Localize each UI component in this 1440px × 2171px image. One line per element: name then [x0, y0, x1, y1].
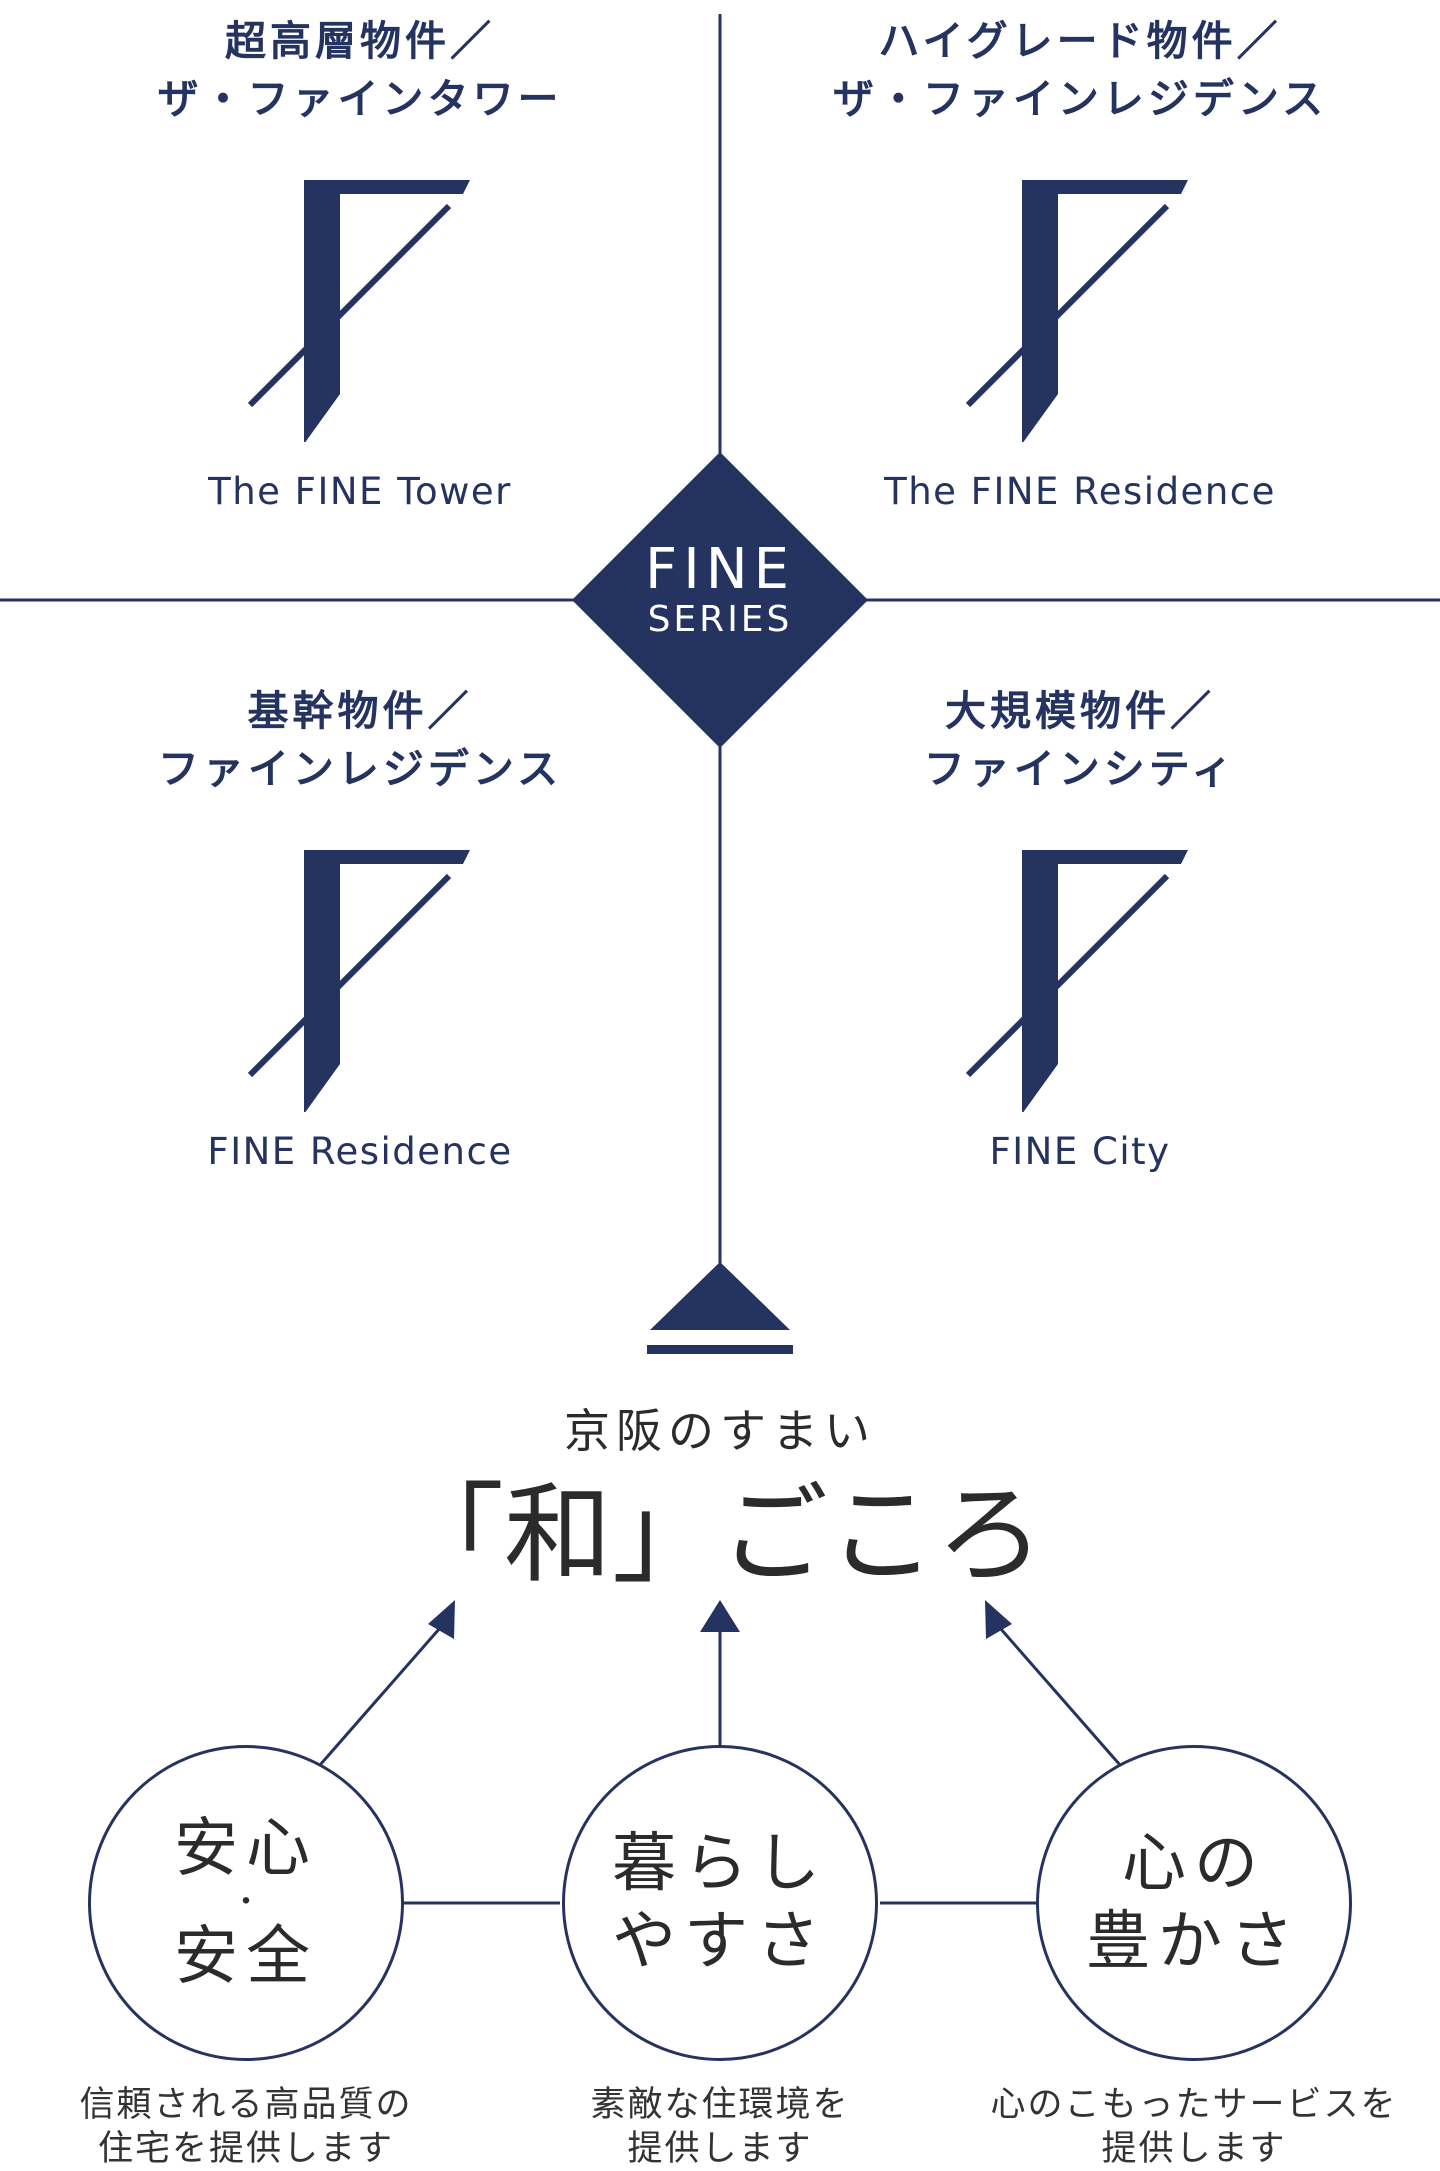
- description-line1: 心のこもったサービスを: [990, 2085, 1398, 2125]
- up-right-arrowhead-icon: [985, 1600, 1012, 1639]
- category-label: 大規模物件／: [945, 687, 1215, 735]
- brand-the-fine-tower: The FINE Tower: [208, 470, 512, 513]
- category-label: 基幹物件／: [247, 687, 473, 735]
- category-large-scale: 大規模物件／ ファインシティ: [770, 682, 1390, 798]
- fine-series-badge: FINE SERIES: [570, 540, 870, 640]
- concept-subtitle: 京阪のすまい: [564, 1404, 876, 1458]
- description-line2: 提供します: [1101, 2129, 1287, 2169]
- description-line2: 提供します: [627, 2129, 813, 2169]
- pillar-line2: 安全: [174, 1920, 318, 1994]
- pillar-line2: やすさ: [612, 1905, 828, 1979]
- pillar-line1: 安心: [174, 1812, 318, 1886]
- fine-f-logo-icon: [965, 180, 1188, 442]
- description-line1: 信頼される高品質の: [79, 2085, 413, 2125]
- brand-fine-city: FINE City: [989, 1130, 1171, 1173]
- triangle-pointer-icon: [650, 1262, 790, 1330]
- category-name: ザ・ファインレジデンス: [832, 75, 1328, 123]
- up-left-arrowhead-icon: [428, 1600, 455, 1639]
- category-label: 超高層物件／: [225, 17, 495, 65]
- category-tower: 超高層物件／ ザ・ファインタワー: [50, 12, 670, 128]
- pillar-description-richness: 心のこもったサービスを 提供します: [964, 2083, 1424, 2171]
- fine-series-diamond: [572, 452, 868, 748]
- pillar-line2: 豊かさ: [1086, 1905, 1302, 1979]
- right-arrow-line: [991, 1619, 1122, 1766]
- description-line1: 素敵な住環境を: [590, 2085, 850, 2125]
- category-core: 基幹物件／ ファインレジデンス: [50, 682, 670, 798]
- fine-label: FINE: [645, 537, 795, 602]
- pillar-richness-of-heart: 心の 豊かさ: [1036, 1745, 1352, 2061]
- pillar-description-livability: 素敵な住環境を 提供します: [490, 2083, 950, 2171]
- pillar-safety: 安心 ・ 安全: [88, 1745, 404, 2061]
- fine-f-logo-icon: [247, 180, 470, 442]
- pillar-line1: 暮らし: [612, 1827, 828, 1901]
- series-label: SERIES: [647, 599, 793, 640]
- category-label: ハイグレード物件／: [878, 17, 1282, 65]
- brand-the-fine-residence: The FINE Residence: [884, 470, 1276, 513]
- pillar-line1: 心の: [1122, 1827, 1266, 1901]
- pillar-livability: 暮らし やすさ: [562, 1745, 878, 2061]
- fine-f-logo-icon: [965, 850, 1188, 1112]
- category-name: ファインシティ: [923, 745, 1237, 793]
- category-high-grade: ハイグレード物件／ ザ・ファインレジデンス: [770, 12, 1390, 128]
- category-name: ザ・ファインタワー: [157, 75, 563, 123]
- concept-title: 「和」ごころ: [395, 1473, 1044, 1598]
- left-arrow-line: [318, 1619, 449, 1766]
- pillar-separator: ・: [231, 1885, 261, 1920]
- triangle-base-bar-icon: [647, 1345, 793, 1354]
- pillar-description-safety: 信頼される高品質の 住宅を提供します: [16, 2083, 476, 2171]
- description-line2: 住宅を提供します: [97, 2129, 394, 2169]
- brand-fine-residence: FINE Residence: [207, 1130, 513, 1173]
- fine-f-logo-icon: [247, 850, 470, 1112]
- up-arrowhead-icon: [700, 1600, 740, 1632]
- category-name: ファインレジデンス: [157, 745, 563, 793]
